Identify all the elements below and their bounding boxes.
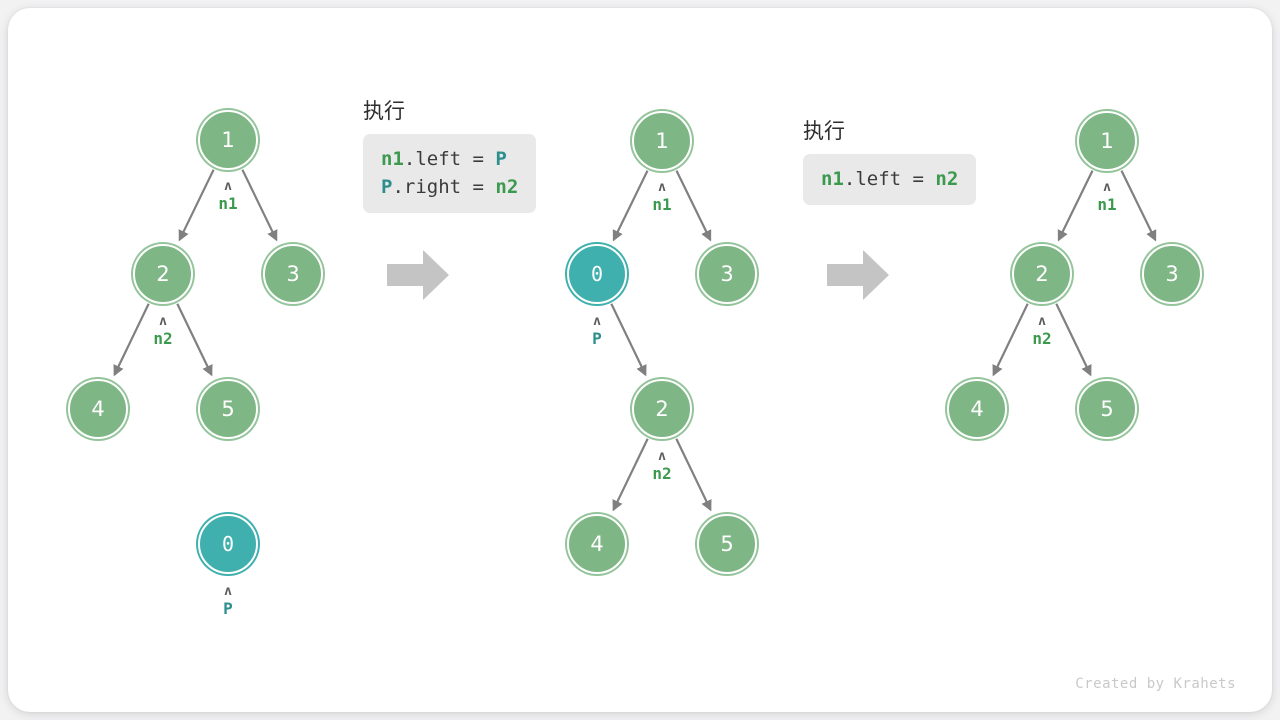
tree-node-value: 1	[221, 127, 235, 152]
tree-node-2[interactable]: 2	[133, 244, 193, 304]
code-token: .left =	[403, 148, 496, 170]
code-line: n1.left = n2	[821, 165, 958, 193]
caret-up-icon: ʌ	[224, 179, 232, 194]
code-block: n1.left = n2	[803, 154, 977, 205]
tree-node-1[interactable]: 1	[1077, 111, 1137, 171]
tree-node-1[interactable]: 1	[198, 110, 258, 170]
tree-node-value: 3	[1165, 261, 1179, 286]
tree-node-value: 2	[156, 261, 170, 286]
tree-edge	[612, 170, 649, 242]
code-panel-heading: 执行	[803, 119, 845, 143]
code-token: P	[381, 176, 393, 198]
code-panel: 执行 n1.left = n2	[803, 118, 977, 205]
code-token: .left =	[843, 168, 936, 190]
tree-node-1[interactable]: 1	[632, 111, 692, 171]
tree-edge	[241, 169, 278, 242]
code-token: n1	[381, 148, 404, 170]
code-line: P.right = n2	[381, 173, 518, 201]
caret-up-icon: ʌ	[159, 314, 167, 329]
pointer-label-text: n1	[652, 195, 672, 214]
tree-node-4[interactable]: 4	[68, 379, 128, 439]
caret-up-icon: ʌ	[593, 314, 601, 329]
code-token: n2	[495, 176, 519, 198]
tree-node-5[interactable]: 5	[1077, 379, 1137, 439]
tree-node-3[interactable]: 3	[263, 244, 323, 304]
tree-node-value: 5	[720, 531, 734, 556]
tree-node-value: 1	[655, 128, 669, 153]
tree-node-value: 2	[655, 396, 669, 421]
tree-edge	[675, 438, 712, 512]
pointer-label-text: n2	[1032, 329, 1052, 348]
tree-node-4[interactable]: 4	[567, 514, 627, 574]
caret-up-icon: ʌ	[1038, 314, 1046, 329]
tree-node-3[interactable]: 3	[1142, 244, 1202, 304]
pointer-label-text: P	[223, 599, 233, 618]
step-arrow-icon	[387, 250, 449, 300]
tree-node-5[interactable]: 5	[697, 514, 757, 574]
tree-node-value: 4	[970, 396, 984, 421]
tree-node-0[interactable]: 0	[198, 514, 258, 574]
pointer-label-text: n2	[153, 329, 173, 348]
code-token: P	[495, 148, 507, 170]
tree-node-value: 1	[1100, 128, 1114, 153]
tree-node-3[interactable]: 3	[697, 244, 757, 304]
caret-up-icon: ʌ	[658, 449, 666, 464]
tree-edge	[1055, 303, 1092, 377]
caret-up-icon: ʌ	[1103, 180, 1111, 195]
tree-edge	[113, 303, 150, 377]
tree-node-value: 4	[91, 396, 105, 421]
tree-edge	[675, 170, 712, 242]
tree-node-4[interactable]: 4	[947, 379, 1007, 439]
tree-edge	[992, 303, 1029, 377]
code-panel-heading: 执行	[363, 99, 405, 123]
code-token: n2	[935, 168, 959, 190]
pointer-label-text: P	[592, 329, 602, 348]
code-token: .right =	[392, 176, 496, 198]
tree-edge	[1057, 170, 1094, 242]
tree-edge	[178, 169, 215, 242]
caret-up-icon: ʌ	[224, 584, 232, 599]
tree-edge	[1120, 170, 1157, 242]
tree-node-2[interactable]: 2	[632, 379, 692, 439]
pointer-label-text: n1	[1097, 195, 1117, 214]
step-arrow-icon	[827, 250, 889, 300]
tree-node-value: 0	[590, 262, 604, 286]
tree-edge	[610, 303, 647, 377]
caret-up-icon: ʌ	[658, 180, 666, 195]
pointer-label-text: n1	[218, 194, 238, 213]
tree-node-value: 3	[720, 261, 734, 286]
tree-node-value: 0	[221, 532, 235, 556]
tree-node-0[interactable]: 0	[567, 244, 627, 304]
tree-node-value: 5	[1100, 396, 1114, 421]
tree-edge	[612, 438, 649, 512]
tree-node-value: 4	[590, 531, 604, 556]
tree-node-5[interactable]: 5	[198, 379, 258, 439]
tree-node-value: 5	[221, 396, 235, 421]
tree-edge	[176, 303, 213, 377]
tree-node-value: 3	[286, 261, 300, 286]
pointer-label-text: n2	[652, 464, 672, 483]
code-line: n1.left = P	[381, 145, 518, 173]
tree-node-2[interactable]: 2	[1012, 244, 1072, 304]
tree-node-value: 2	[1035, 261, 1049, 286]
code-token: n1	[821, 168, 844, 190]
credit-text: Created by Krahets	[1075, 676, 1236, 692]
